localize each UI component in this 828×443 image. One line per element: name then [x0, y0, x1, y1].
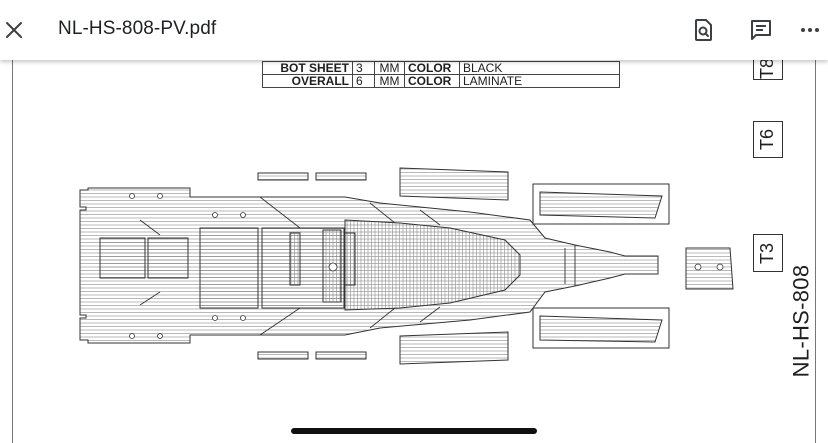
model-number: NL-HS-808 — [783, 258, 819, 383]
side-strip — [257, 351, 309, 360]
deck-layout-drawing — [79, 167, 734, 365]
spec-color-label: COLOR — [404, 74, 460, 88]
search-document-button[interactable] — [684, 10, 724, 50]
template-label-text: T3 — [757, 242, 778, 264]
spec-label: BOT SHEET — [262, 61, 353, 75]
console-right — [344, 232, 356, 286]
comment-icon — [751, 20, 771, 40]
gunwale-pad-upper — [399, 167, 509, 201]
bow-pad-upper-frame — [532, 183, 670, 225]
template-label-t6: T6 — [753, 121, 783, 158]
template-label-t3: T3 — [753, 234, 783, 272]
template-label-t8: T8 — [753, 60, 783, 80]
gunwale-pad-lower — [399, 331, 509, 365]
close-icon — [6, 22, 22, 38]
search-document-icon — [695, 19, 712, 41]
stern-seat-upper — [99, 237, 146, 279]
side-strip — [315, 351, 367, 360]
side-strip — [257, 172, 309, 181]
bow-inner — [344, 219, 521, 311]
console-left — [289, 232, 301, 286]
home-indicator[interactable] — [291, 428, 537, 434]
spec-color-value: LAMINATE — [459, 74, 620, 88]
more-options-icon — [801, 28, 819, 32]
template-label-text: T8 — [757, 60, 778, 79]
bow-pad-lower — [539, 315, 663, 343]
anchor-hatch — [685, 247, 734, 290]
spec-unit: MM — [374, 74, 405, 88]
template-label-text: T6 — [757, 128, 778, 151]
close-button[interactable] — [0, 8, 28, 52]
pdf-viewport[interactable]: BOT SHEET 3 MM COLOR BLACK OVERALL 6 MM … — [0, 60, 828, 443]
comment-button[interactable] — [741, 10, 781, 50]
spec-label: OVERALL — [262, 74, 353, 88]
document-title: NL-HS-808-PV.pdf — [58, 18, 217, 39]
bow-pad-lower-frame — [532, 307, 670, 349]
spec-table: BOT SHEET 3 MM COLOR BLACK OVERALL 6 MM … — [262, 61, 620, 88]
cockpit-left — [199, 227, 259, 309]
more-options-button[interactable] — [795, 10, 825, 50]
stern-seat-lower — [147, 237, 189, 279]
spec-row: OVERALL 6 MM COLOR LAMINATE — [262, 74, 620, 88]
bow-pad-upper — [539, 191, 663, 219]
model-number-text: NL-HS-808 — [788, 264, 813, 377]
side-strip — [315, 172, 367, 181]
app-bar: NL-HS-808-PV.pdf — [0, 0, 828, 60]
